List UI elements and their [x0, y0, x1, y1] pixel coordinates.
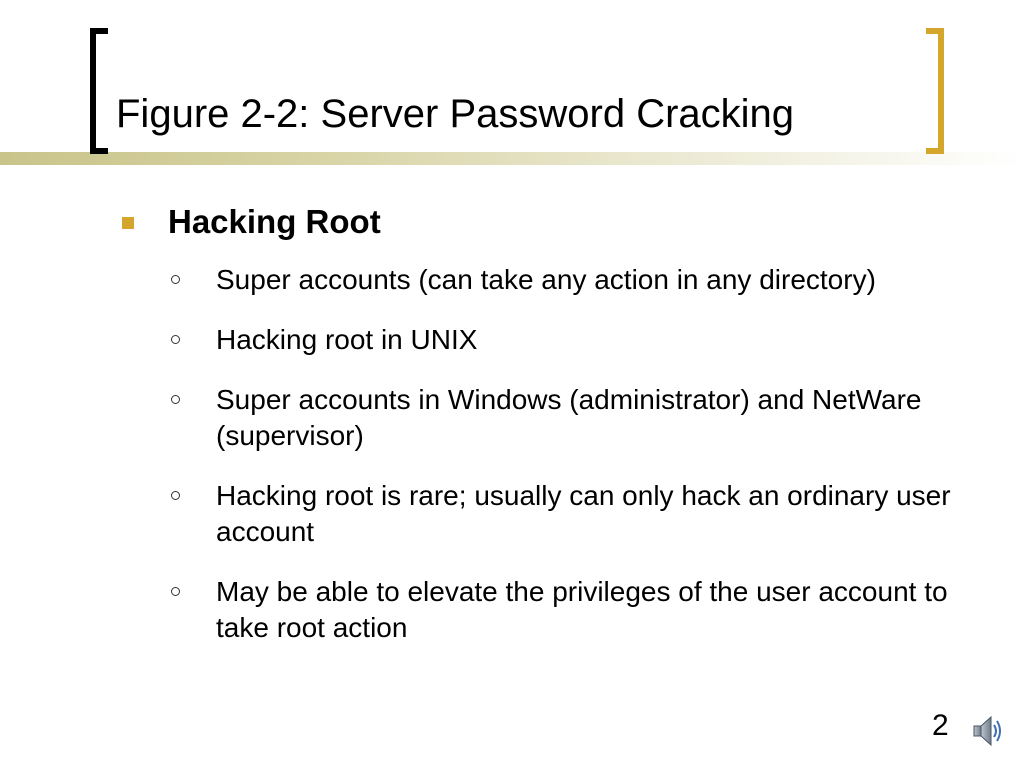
sub-bullet-text: Super accounts in Windows (administrator…	[216, 384, 922, 451]
circle-bullet-icon	[171, 335, 180, 344]
bullet-level-1: Hacking Root	[120, 196, 960, 248]
slide-content: Hacking Root Super accounts (can take an…	[120, 196, 960, 670]
sub-bullet-item: Hacking root is rare; usually can only h…	[120, 478, 960, 550]
sub-bullet-item: Hacking root in UNIX	[120, 322, 960, 358]
sub-bullet-item: Super accounts (can take any action in a…	[120, 262, 960, 298]
sub-bullet-text: Hacking root in UNIX	[216, 324, 478, 355]
sub-bullet-text: Hacking root is rare; usually can only h…	[216, 480, 951, 547]
circle-bullet-icon	[171, 275, 180, 284]
square-bullet-icon	[122, 217, 134, 229]
page-number: 2	[932, 709, 949, 742]
left-bracket-decoration	[90, 28, 108, 154]
sub-bullet-list: Super accounts (can take any action in a…	[120, 262, 960, 646]
sub-bullet-text: May be able to elevate the privileges of…	[216, 576, 948, 643]
circle-bullet-icon	[171, 491, 180, 500]
speaker-icon[interactable]	[972, 712, 1002, 750]
bullet-label: Hacking Root	[168, 203, 381, 240]
circle-bullet-icon	[171, 395, 180, 404]
sub-bullet-text: Super accounts (can take any action in a…	[216, 264, 876, 295]
sub-bullet-item: Super accounts in Windows (administrator…	[120, 382, 960, 454]
right-bracket-decoration	[926, 28, 944, 154]
title-underline-band	[0, 152, 1024, 165]
circle-bullet-icon	[171, 587, 180, 596]
slide-title: Figure 2-2: Server Password Cracking	[116, 92, 795, 136]
sub-bullet-item: May be able to elevate the privileges of…	[120, 574, 960, 646]
